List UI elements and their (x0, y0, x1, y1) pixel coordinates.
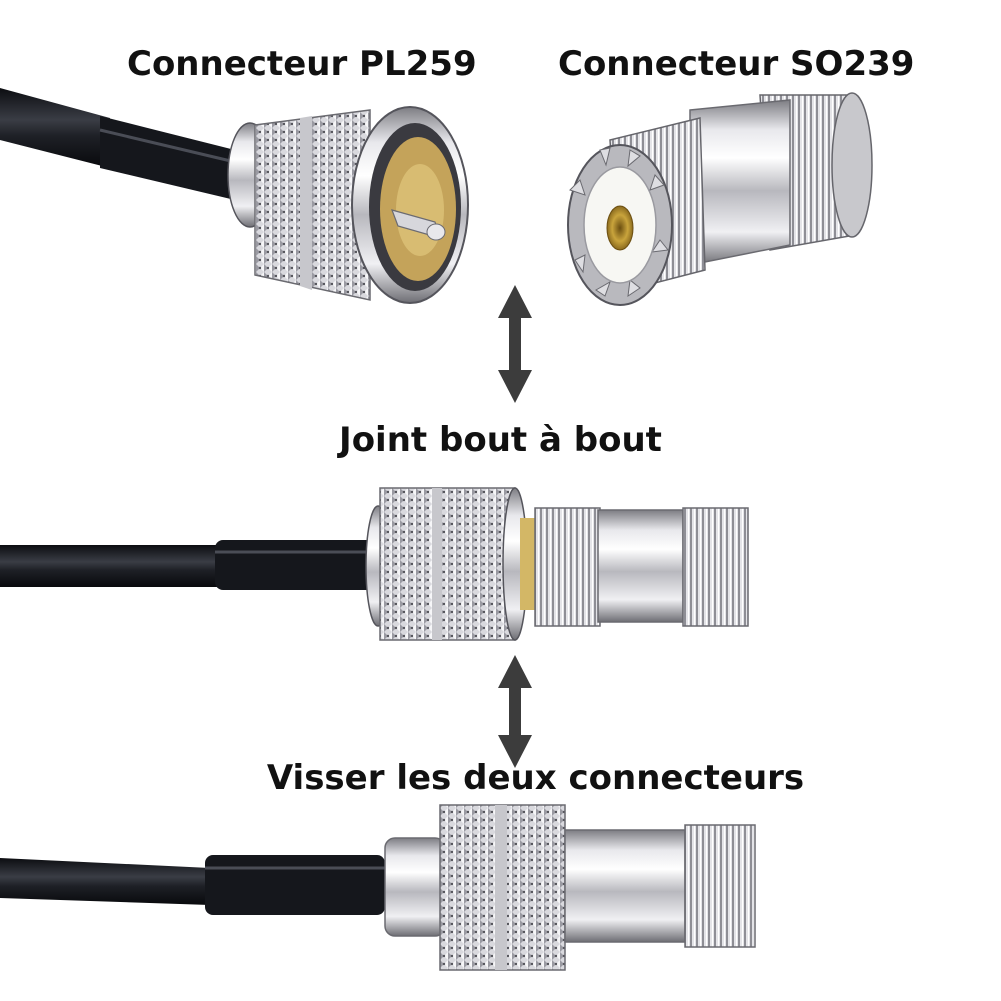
double-vertical-arrow-icon (498, 655, 532, 768)
so239-teeth (569, 147, 669, 298)
cable-top (0, 88, 110, 168)
screwed-connectors (0, 804, 756, 971)
screw-together-label: Visser les deux connecteurs (266, 758, 805, 798)
double-vertical-arrow-icon (498, 285, 532, 403)
butt-joint-label: Joint bout à bout (339, 420, 662, 460)
pl259-label: Connecteur PL259 (127, 44, 477, 84)
pl259-connector (0, 88, 469, 304)
so239-connector (567, 92, 873, 306)
butted-connectors (0, 487, 749, 641)
so239-label: Connecteur SO239 (558, 44, 915, 84)
